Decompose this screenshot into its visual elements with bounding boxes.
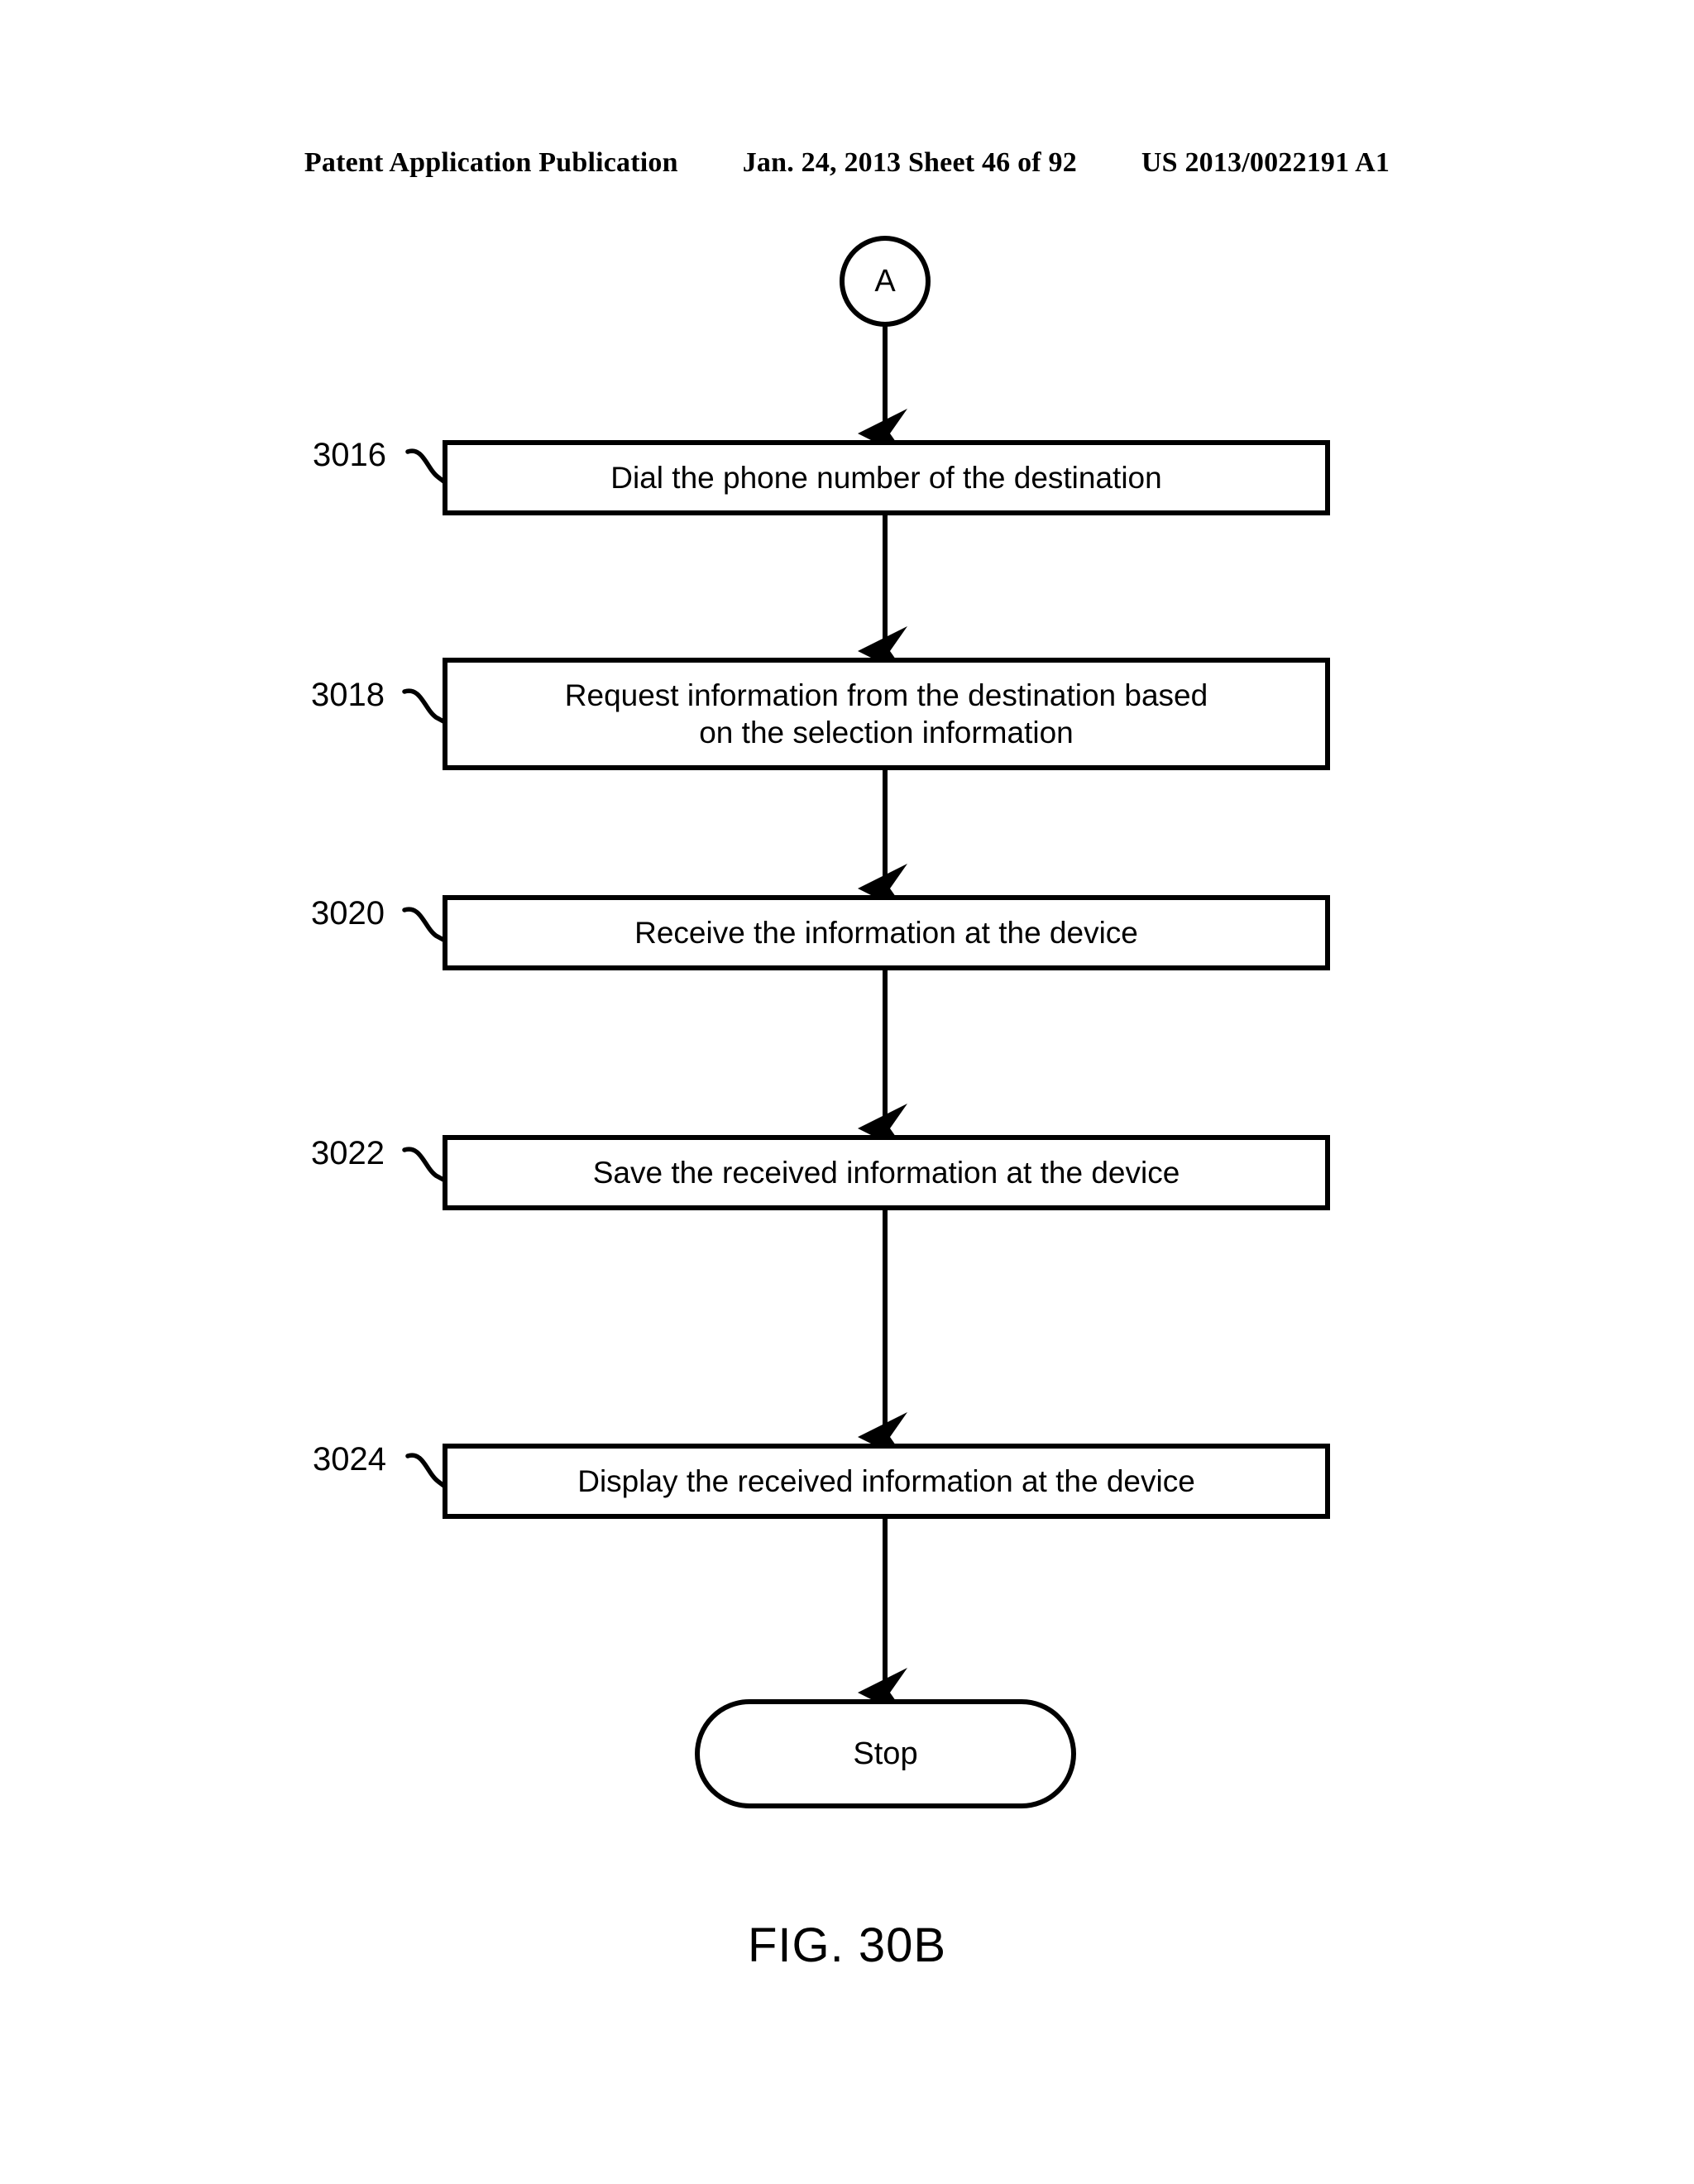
leader-line-3016 bbox=[405, 448, 447, 485]
process-box-3016 bbox=[443, 440, 1330, 515]
sheet-info: Jan. 24, 2013 Sheet 46 of 92 bbox=[742, 147, 1077, 178]
reference-numeral-3020: 3020 bbox=[311, 895, 385, 932]
leader-line-3024 bbox=[405, 1453, 447, 1489]
terminator-stop bbox=[695, 1699, 1076, 1808]
patent-number: US 2013/0022191 A1 bbox=[1141, 147, 1390, 178]
reference-numeral-3022: 3022 bbox=[311, 1135, 385, 1171]
publication-title: Patent Application Publication bbox=[304, 147, 678, 178]
reference-numeral-3016: 3016 bbox=[313, 437, 386, 473]
leader-line-3020 bbox=[402, 907, 447, 943]
leader-line-3018 bbox=[402, 688, 447, 725]
process-box-3022 bbox=[443, 1135, 1330, 1210]
figure-caption: FIG. 30B bbox=[747, 1918, 947, 1972]
terminator-label-stop: Stop bbox=[853, 1736, 918, 1771]
process-box-3020 bbox=[443, 895, 1330, 970]
page-header: Patent Application Publication Jan. 24, … bbox=[0, 147, 1694, 187]
reference-numeral-3024: 3024 bbox=[313, 1441, 386, 1478]
leader-line-3022 bbox=[402, 1147, 447, 1183]
connector-label-a: A bbox=[874, 263, 896, 299]
process-box-3024 bbox=[443, 1444, 1330, 1519]
process-box-3018 bbox=[443, 658, 1330, 770]
reference-numeral-3018: 3018 bbox=[311, 677, 385, 713]
